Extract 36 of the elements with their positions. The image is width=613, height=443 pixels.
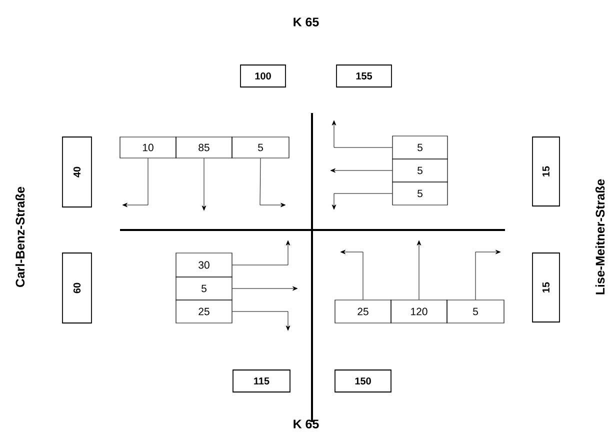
- total-count-box: 115: [232, 370, 290, 392]
- road-name: K 65: [294, 420, 319, 428]
- total-count-box: 150: [334, 370, 392, 392]
- count-cell: 25: [334, 300, 392, 324]
- count-cell: 5: [392, 182, 448, 206]
- total-count-box: 15: [532, 136, 560, 206]
- count-cell: 5: [446, 300, 504, 324]
- road-name: K 65: [294, 18, 319, 26]
- arrow: [232, 240, 290, 266]
- arrow: [475, 250, 501, 300]
- arrow: [416, 240, 422, 300]
- road-name: Carl-Benz-Straße: [15, 186, 25, 287]
- arrow: [202, 158, 206, 211]
- count-cell: 5: [392, 136, 448, 160]
- total-count-box: 155: [336, 64, 392, 88]
- count-cell: 85: [176, 136, 232, 158]
- arrow: [122, 158, 148, 208]
- count-cell: 120: [390, 300, 448, 324]
- arrow: [232, 286, 298, 291]
- count-cell: 5: [392, 158, 448, 182]
- count-cell: 25: [176, 300, 232, 324]
- arrow: [332, 120, 392, 148]
- count-cell: 30: [176, 252, 232, 278]
- road-name: Lise-Meitner-Straße: [595, 179, 605, 294]
- arrow: [232, 311, 290, 331]
- total-count-box: 15: [532, 252, 560, 322]
- total-count-box: 100: [240, 64, 286, 88]
- arrow: [260, 158, 286, 208]
- count-cell: 10: [120, 136, 176, 158]
- count-cell: 5: [176, 276, 232, 300]
- arrow: [330, 168, 392, 173]
- count-cell: 5: [232, 136, 290, 158]
- total-count-box: 40: [62, 136, 92, 208]
- arrow: [340, 250, 364, 300]
- total-count-box: 60: [62, 252, 92, 324]
- arrow: [332, 193, 392, 210]
